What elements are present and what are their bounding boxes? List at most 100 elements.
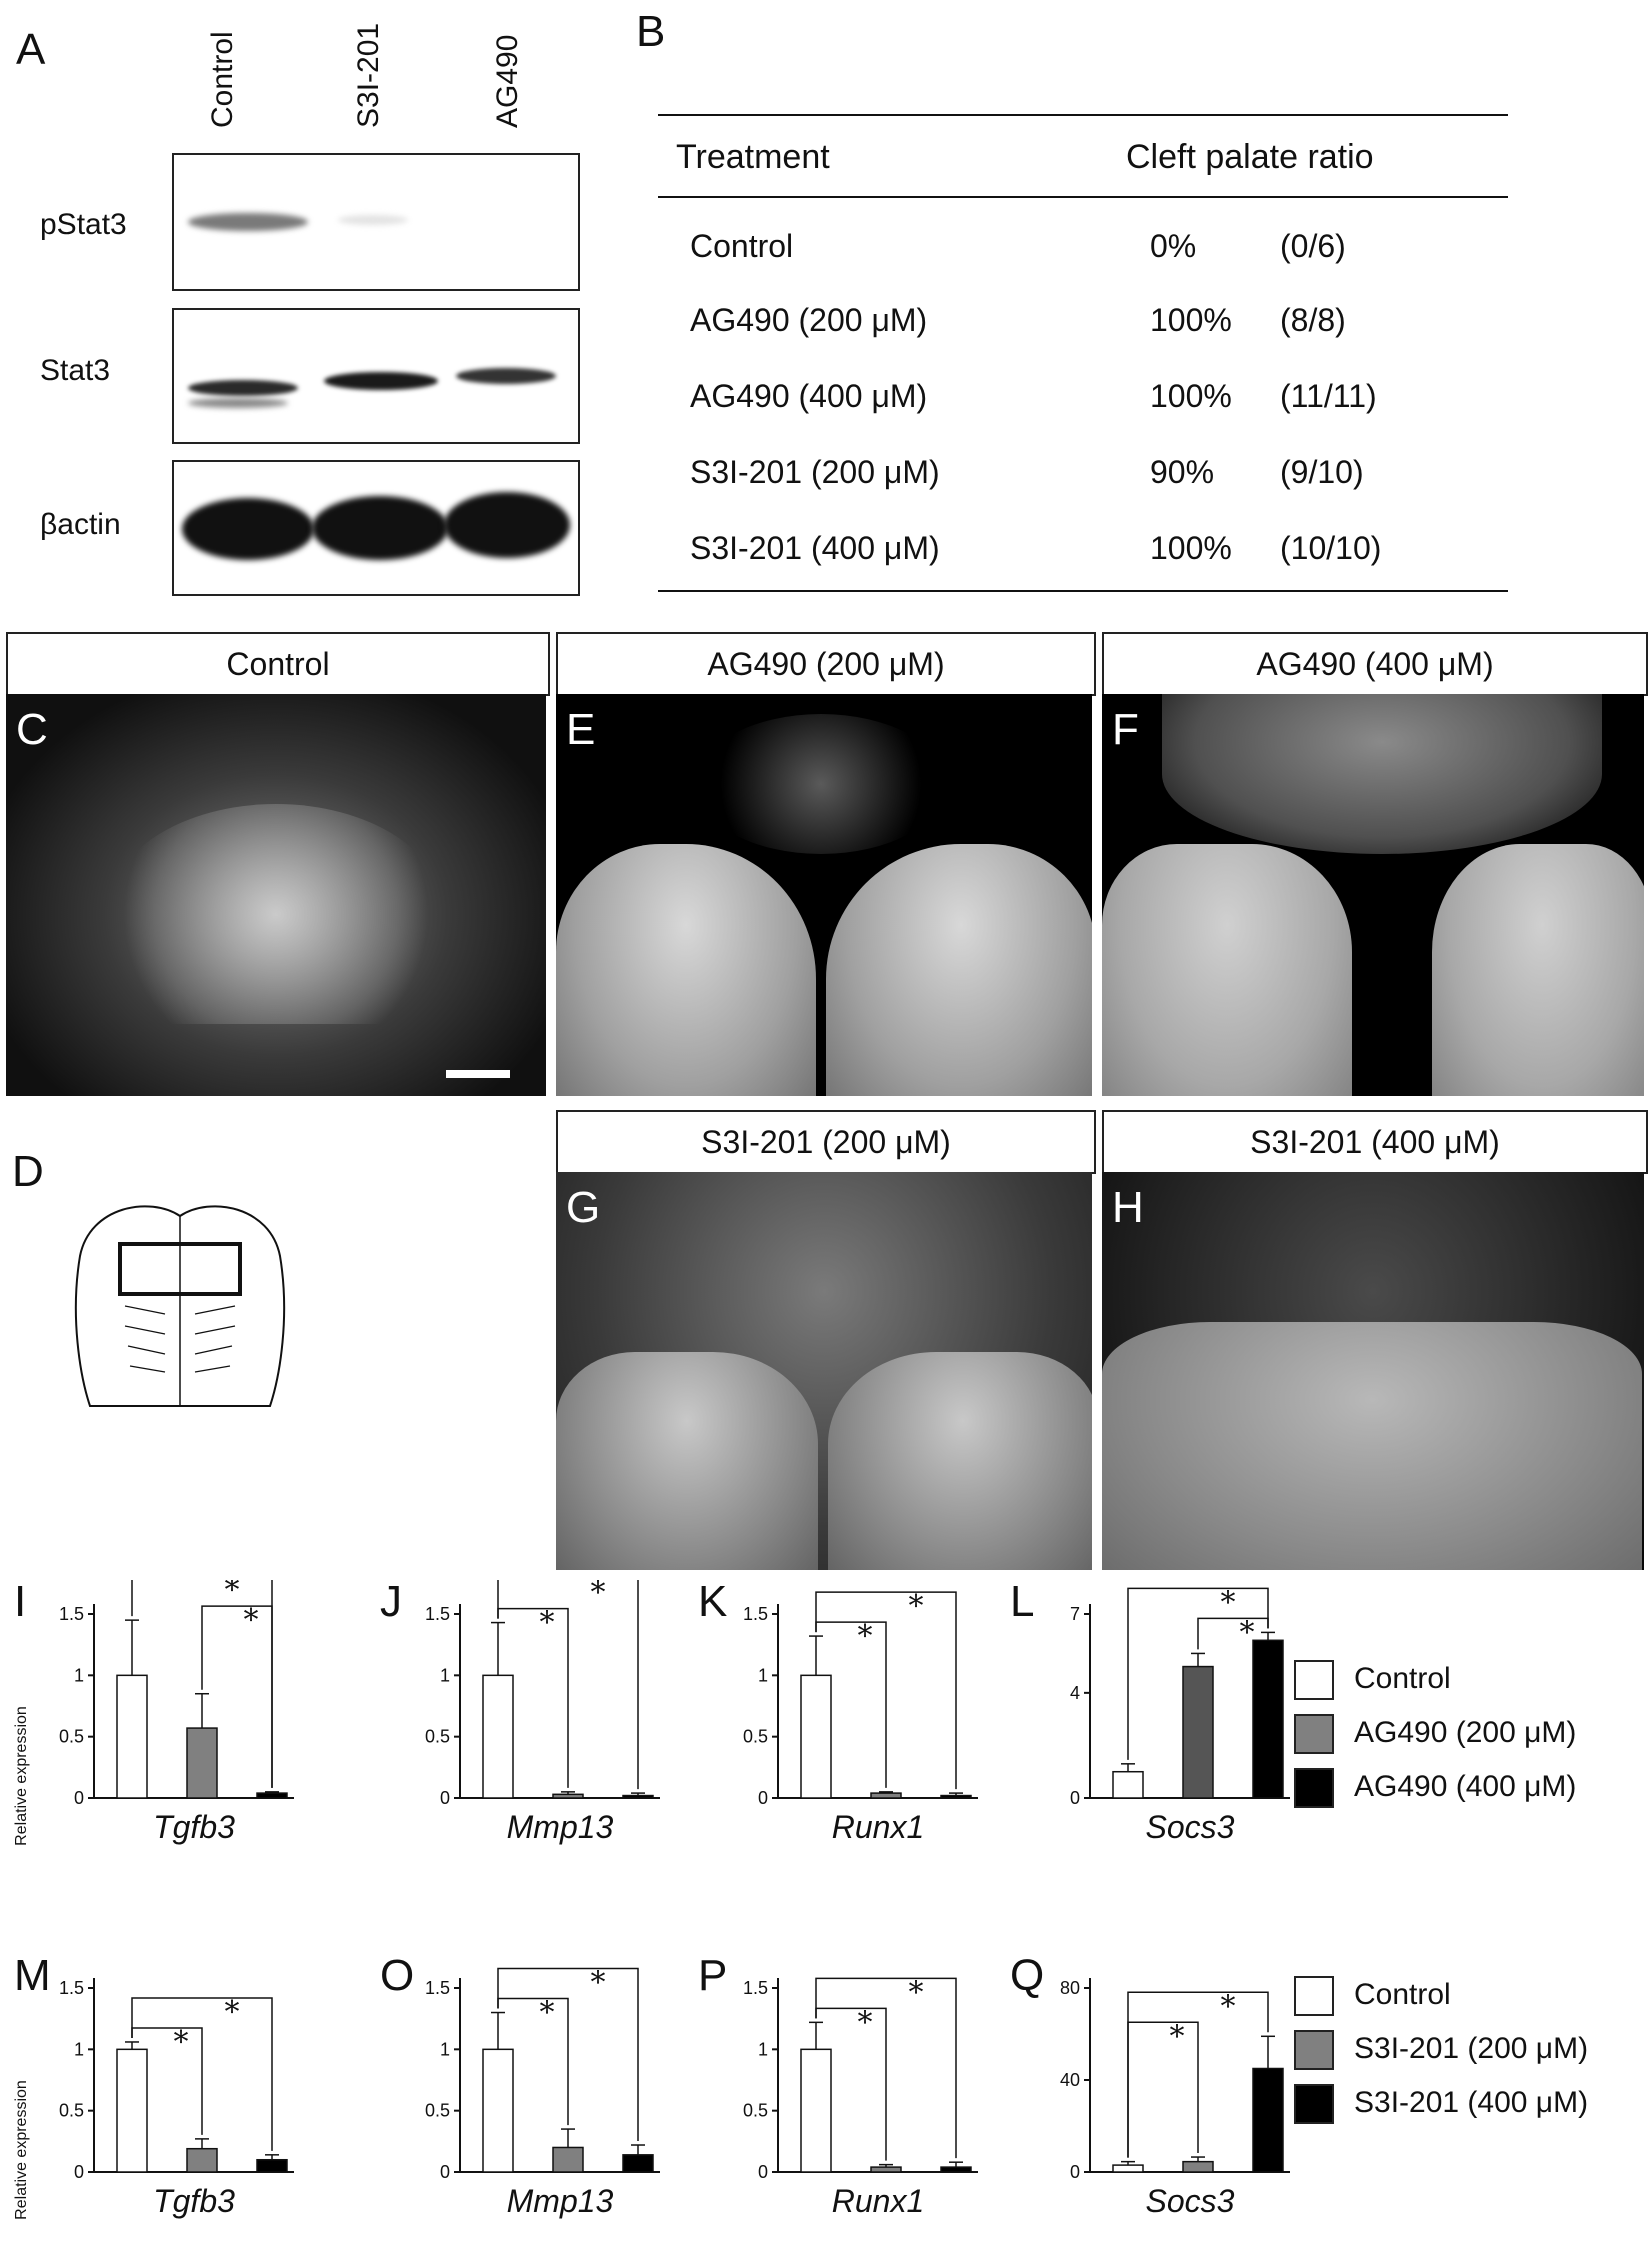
y-tick-label: 1 — [758, 1665, 768, 1685]
nasal-region — [1162, 694, 1602, 854]
y-tick-label: 0.5 — [59, 1727, 84, 1747]
bar — [256, 2158, 288, 2173]
significance-star: * — [225, 1995, 240, 2030]
panel-letter-l: L — [1010, 1580, 1034, 1626]
significance-star: * — [540, 1606, 555, 1641]
bar — [1112, 2164, 1144, 2173]
legend-swatch — [1294, 2084, 1334, 2124]
significance-bracket — [1197, 1617, 1269, 1650]
image-title-s3i201-200: S3I-201 (200 μM) — [556, 1110, 1096, 1174]
table-cell-ratio: (8/8) — [1280, 302, 1346, 338]
significance-star: * — [591, 1966, 606, 2001]
palate-shelf-right — [828, 1352, 1092, 1570]
table-cell-treatment: Control — [690, 228, 794, 264]
panel-letter-c: C — [16, 705, 48, 754]
significance-bracket — [1127, 1587, 1269, 1760]
y-axis-label: Relative expression — [13, 1706, 30, 1846]
y-tick-label: 0 — [440, 1788, 450, 1808]
table-header-treatment: Treatment — [676, 138, 830, 176]
bar — [116, 1674, 148, 1799]
significance-star: * — [225, 1580, 240, 1608]
blot-label-pstat3: pStat3 — [40, 208, 127, 241]
table-cell-treatment: S3I-201 (200 μM) — [690, 454, 940, 490]
table-rule-bottom — [658, 590, 1508, 592]
table-cell-ratio: (11/11) — [1280, 378, 1377, 414]
y-tick-label: 7 — [1070, 1604, 1080, 1624]
y-tick-label: 0 — [1070, 1788, 1080, 1808]
y-tick-label: 0.5 — [425, 1727, 450, 1747]
bar — [116, 2048, 148, 2173]
panel-letter-f: F — [1112, 705, 1139, 754]
bar — [1182, 2160, 1214, 2173]
palate-shelf — [106, 804, 446, 1024]
bar — [870, 2166, 902, 2173]
legend-label: AG490 (400 μM) — [1354, 1770, 1577, 1803]
significance-star: * — [858, 1619, 873, 1654]
micrograph-control: C — [6, 694, 546, 1096]
scale-bar — [446, 1070, 510, 1078]
significance-bracket — [497, 1967, 639, 2142]
bar — [800, 2048, 832, 2173]
legend-swatch — [1294, 1976, 1334, 2016]
y-tick-label: 0.5 — [743, 1727, 768, 1747]
panel-letter-d: D — [12, 1147, 44, 1196]
panel-letter-a: A — [16, 25, 46, 74]
legend-label: Control — [1354, 1662, 1451, 1695]
legend-swatch — [1294, 1768, 1334, 1808]
significance-star: * — [1170, 2019, 1185, 2054]
bar — [482, 2048, 514, 2173]
y-tick-label: 1.5 — [743, 1604, 768, 1624]
gene-label: Socs3 — [1146, 1809, 1235, 1845]
panel-letter-b: B — [636, 7, 666, 56]
significance-star: * — [591, 1580, 606, 1611]
legend-label: AG490 (200 μM) — [1354, 1716, 1577, 1749]
significance-star: * — [1221, 1989, 1236, 2024]
table-cell-percent: 100% — [1150, 530, 1232, 566]
bar — [1182, 1665, 1214, 1799]
band — [338, 215, 408, 225]
y-tick-label: 80 — [1060, 1978, 1080, 1998]
bar — [800, 1674, 832, 1799]
nasal-region — [696, 714, 946, 854]
y-tick-label: 0 — [74, 2162, 84, 2182]
significance-bracket — [497, 1580, 639, 1790]
legend-swatch — [1294, 1660, 1334, 1700]
band — [456, 368, 556, 384]
lane-label-s3i201: S3I-201 — [352, 22, 385, 128]
significance-bracket — [201, 1605, 273, 1788]
y-tick-label: 0 — [1070, 2162, 1080, 2182]
palate-shelf-left — [556, 844, 816, 1096]
legend-label: Control — [1354, 1978, 1451, 2011]
micrograph-s3i201-200: G — [556, 1172, 1092, 1570]
bar — [1252, 2067, 1284, 2173]
y-tick-label: 1 — [74, 2039, 84, 2059]
micrograph-ag490-200: E — [556, 694, 1092, 1096]
palate-shelf-right — [826, 844, 1092, 1096]
panel-letter-h: H — [1112, 1183, 1144, 1232]
palate-shelf-left — [1102, 844, 1352, 1096]
table-rule-mid — [658, 196, 1508, 198]
significance-star: * — [909, 1589, 924, 1624]
bar — [1252, 1639, 1284, 1799]
bar — [256, 1792, 288, 1799]
image-title-ag490-400: AG490 (400 μM) — [1102, 632, 1648, 696]
table-cell-percent: 90% — [1150, 454, 1215, 490]
table-cell-treatment: AG490 (200 μM) — [690, 302, 928, 338]
y-tick-label: 1 — [440, 1665, 450, 1685]
y-tick-label: 1.5 — [59, 1978, 84, 1998]
y-tick-label: 0 — [758, 2162, 768, 2182]
table-cell-ratio: (9/10) — [1280, 454, 1364, 490]
blot-label-bactin: βactin — [40, 508, 121, 541]
significance-star: * — [244, 1603, 259, 1638]
significance-bracket — [815, 1591, 957, 1790]
significance-star: * — [1240, 1615, 1255, 1650]
panel-letter-j: J — [380, 1580, 402, 1626]
band — [188, 380, 298, 396]
significance-star: * — [540, 1996, 555, 2031]
y-tick-label: 0.5 — [59, 2101, 84, 2121]
band — [188, 213, 308, 231]
table-header-ratio: Cleft palate ratio — [1126, 138, 1374, 176]
palate-shelves — [1102, 1322, 1642, 1570]
lane-label-control: Control — [206, 31, 239, 128]
